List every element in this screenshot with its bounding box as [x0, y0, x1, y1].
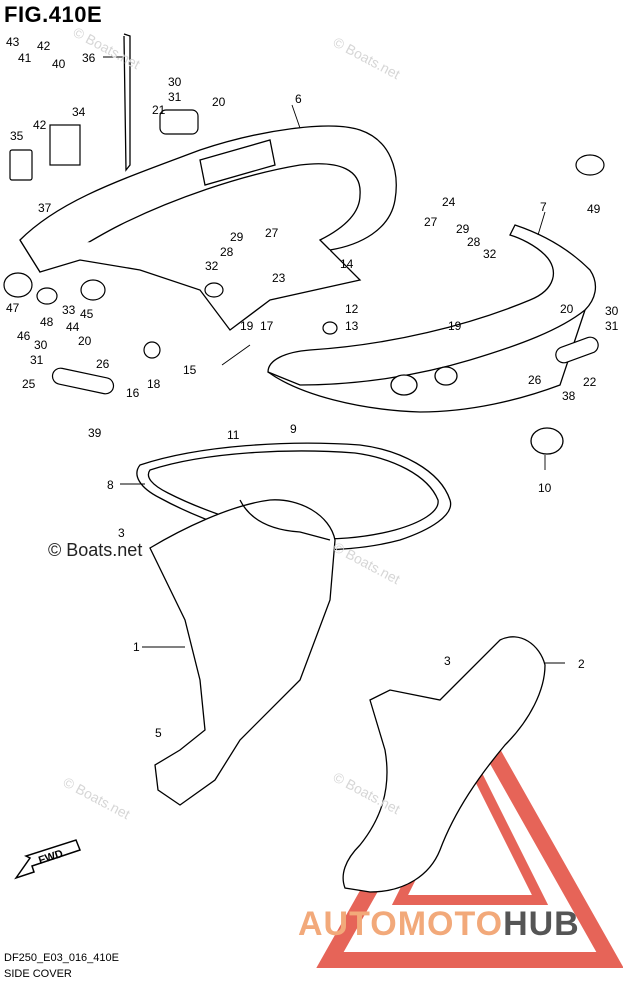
label-42-top: 42: [37, 39, 51, 53]
label-38: 38: [562, 389, 576, 403]
label-28-left: 28: [220, 245, 234, 259]
label-18: 18: [147, 377, 161, 391]
label-42-mid: 42: [33, 118, 47, 132]
label-34: 34: [72, 105, 86, 119]
label-31-left: 31: [30, 353, 44, 367]
label-19-left: 19: [240, 319, 254, 333]
label-30-top: 30: [168, 75, 182, 89]
label-30-right: 30: [605, 304, 619, 318]
label-39: 39: [88, 426, 102, 440]
label-21: 21: [152, 103, 166, 117]
label-47: 47: [6, 301, 20, 315]
label-25: 25: [22, 377, 36, 391]
label-35: 35: [10, 129, 24, 143]
label-43: 43: [6, 35, 20, 49]
label-26-right: 26: [528, 373, 542, 387]
part-36-rod: [123, 33, 131, 172]
leader-lines: [103, 56, 565, 664]
label-24: 24: [442, 195, 456, 209]
label-32-left: 32: [205, 259, 219, 273]
label-48: 48: [40, 315, 54, 329]
label-23: 23: [272, 271, 286, 285]
label-40: 40: [52, 57, 66, 71]
label-37: 37: [38, 201, 52, 215]
part-10-cap: [530, 427, 564, 455]
label-10: 10: [538, 481, 552, 495]
label-20-top: 20: [212, 95, 226, 109]
label-3-left: 3: [118, 526, 125, 540]
label-6: 6: [295, 92, 302, 106]
label-28-right: 28: [467, 235, 481, 249]
label-27-right: 27: [424, 215, 438, 229]
label-31-top: 31: [168, 90, 182, 104]
brand-part-2: HUB: [503, 905, 580, 943]
label-7: 7: [540, 200, 547, 214]
label-22: 22: [583, 375, 597, 389]
label-31-right: 31: [605, 319, 619, 333]
label-30-left: 30: [34, 338, 48, 352]
label-29-left: 29: [230, 230, 244, 244]
part-7-upper-side-cover: [267, 224, 597, 413]
hardware-parts: [3, 109, 605, 395]
part-1-lower-side-cover: [149, 499, 336, 806]
label-20-left: 20: [78, 334, 92, 348]
label-3-right: 3: [444, 654, 451, 668]
label-49: 49: [587, 202, 601, 216]
label-46: 46: [17, 329, 31, 343]
figure-code: DF250_E03_016_410E: [4, 952, 119, 964]
figure-title: FIG.410E: [4, 2, 103, 27]
label-11: 11: [227, 428, 240, 442]
label-27-left: 27: [265, 226, 279, 240]
label-36: 36: [82, 51, 96, 65]
part-number-labels: 43 42 41 40 36 30 31 20 21 6 34 42 35 49…: [6, 35, 619, 740]
label-29-right: 29: [456, 222, 470, 236]
fwd-arrow: FWD: [12, 832, 82, 887]
brand-part-1: AUTOMOTO: [298, 905, 504, 943]
label-9: 9: [290, 422, 297, 436]
label-44: 44: [66, 320, 80, 334]
part-6-upper-side-cover: [19, 125, 397, 331]
part-2-lower-side-cover: [342, 636, 546, 893]
label-19-right: 19: [448, 319, 462, 333]
label-12: 12: [345, 302, 359, 316]
label-20-right: 20: [560, 302, 574, 316]
label-8: 8: [107, 478, 114, 492]
label-45: 45: [80, 307, 94, 321]
label-13: 13: [345, 319, 359, 333]
brand-logo: AUTOMOTOHUB: [298, 905, 580, 944]
label-17: 17: [260, 319, 274, 333]
label-14: 14: [340, 257, 354, 271]
figure-caption: SIDE COVER: [4, 968, 72, 980]
label-15: 15: [183, 363, 197, 377]
label-1: 1: [133, 640, 140, 654]
label-5: 5: [155, 726, 162, 740]
label-32-right: 32: [483, 247, 497, 261]
label-16: 16: [126, 386, 140, 400]
label-2: 2: [578, 657, 585, 671]
label-26-left: 26: [96, 357, 110, 371]
label-41: 41: [18, 51, 32, 65]
watermark-main: © Boats.net: [48, 540, 143, 560]
label-33: 33: [62, 303, 76, 317]
part-8-seal: [136, 442, 452, 551]
